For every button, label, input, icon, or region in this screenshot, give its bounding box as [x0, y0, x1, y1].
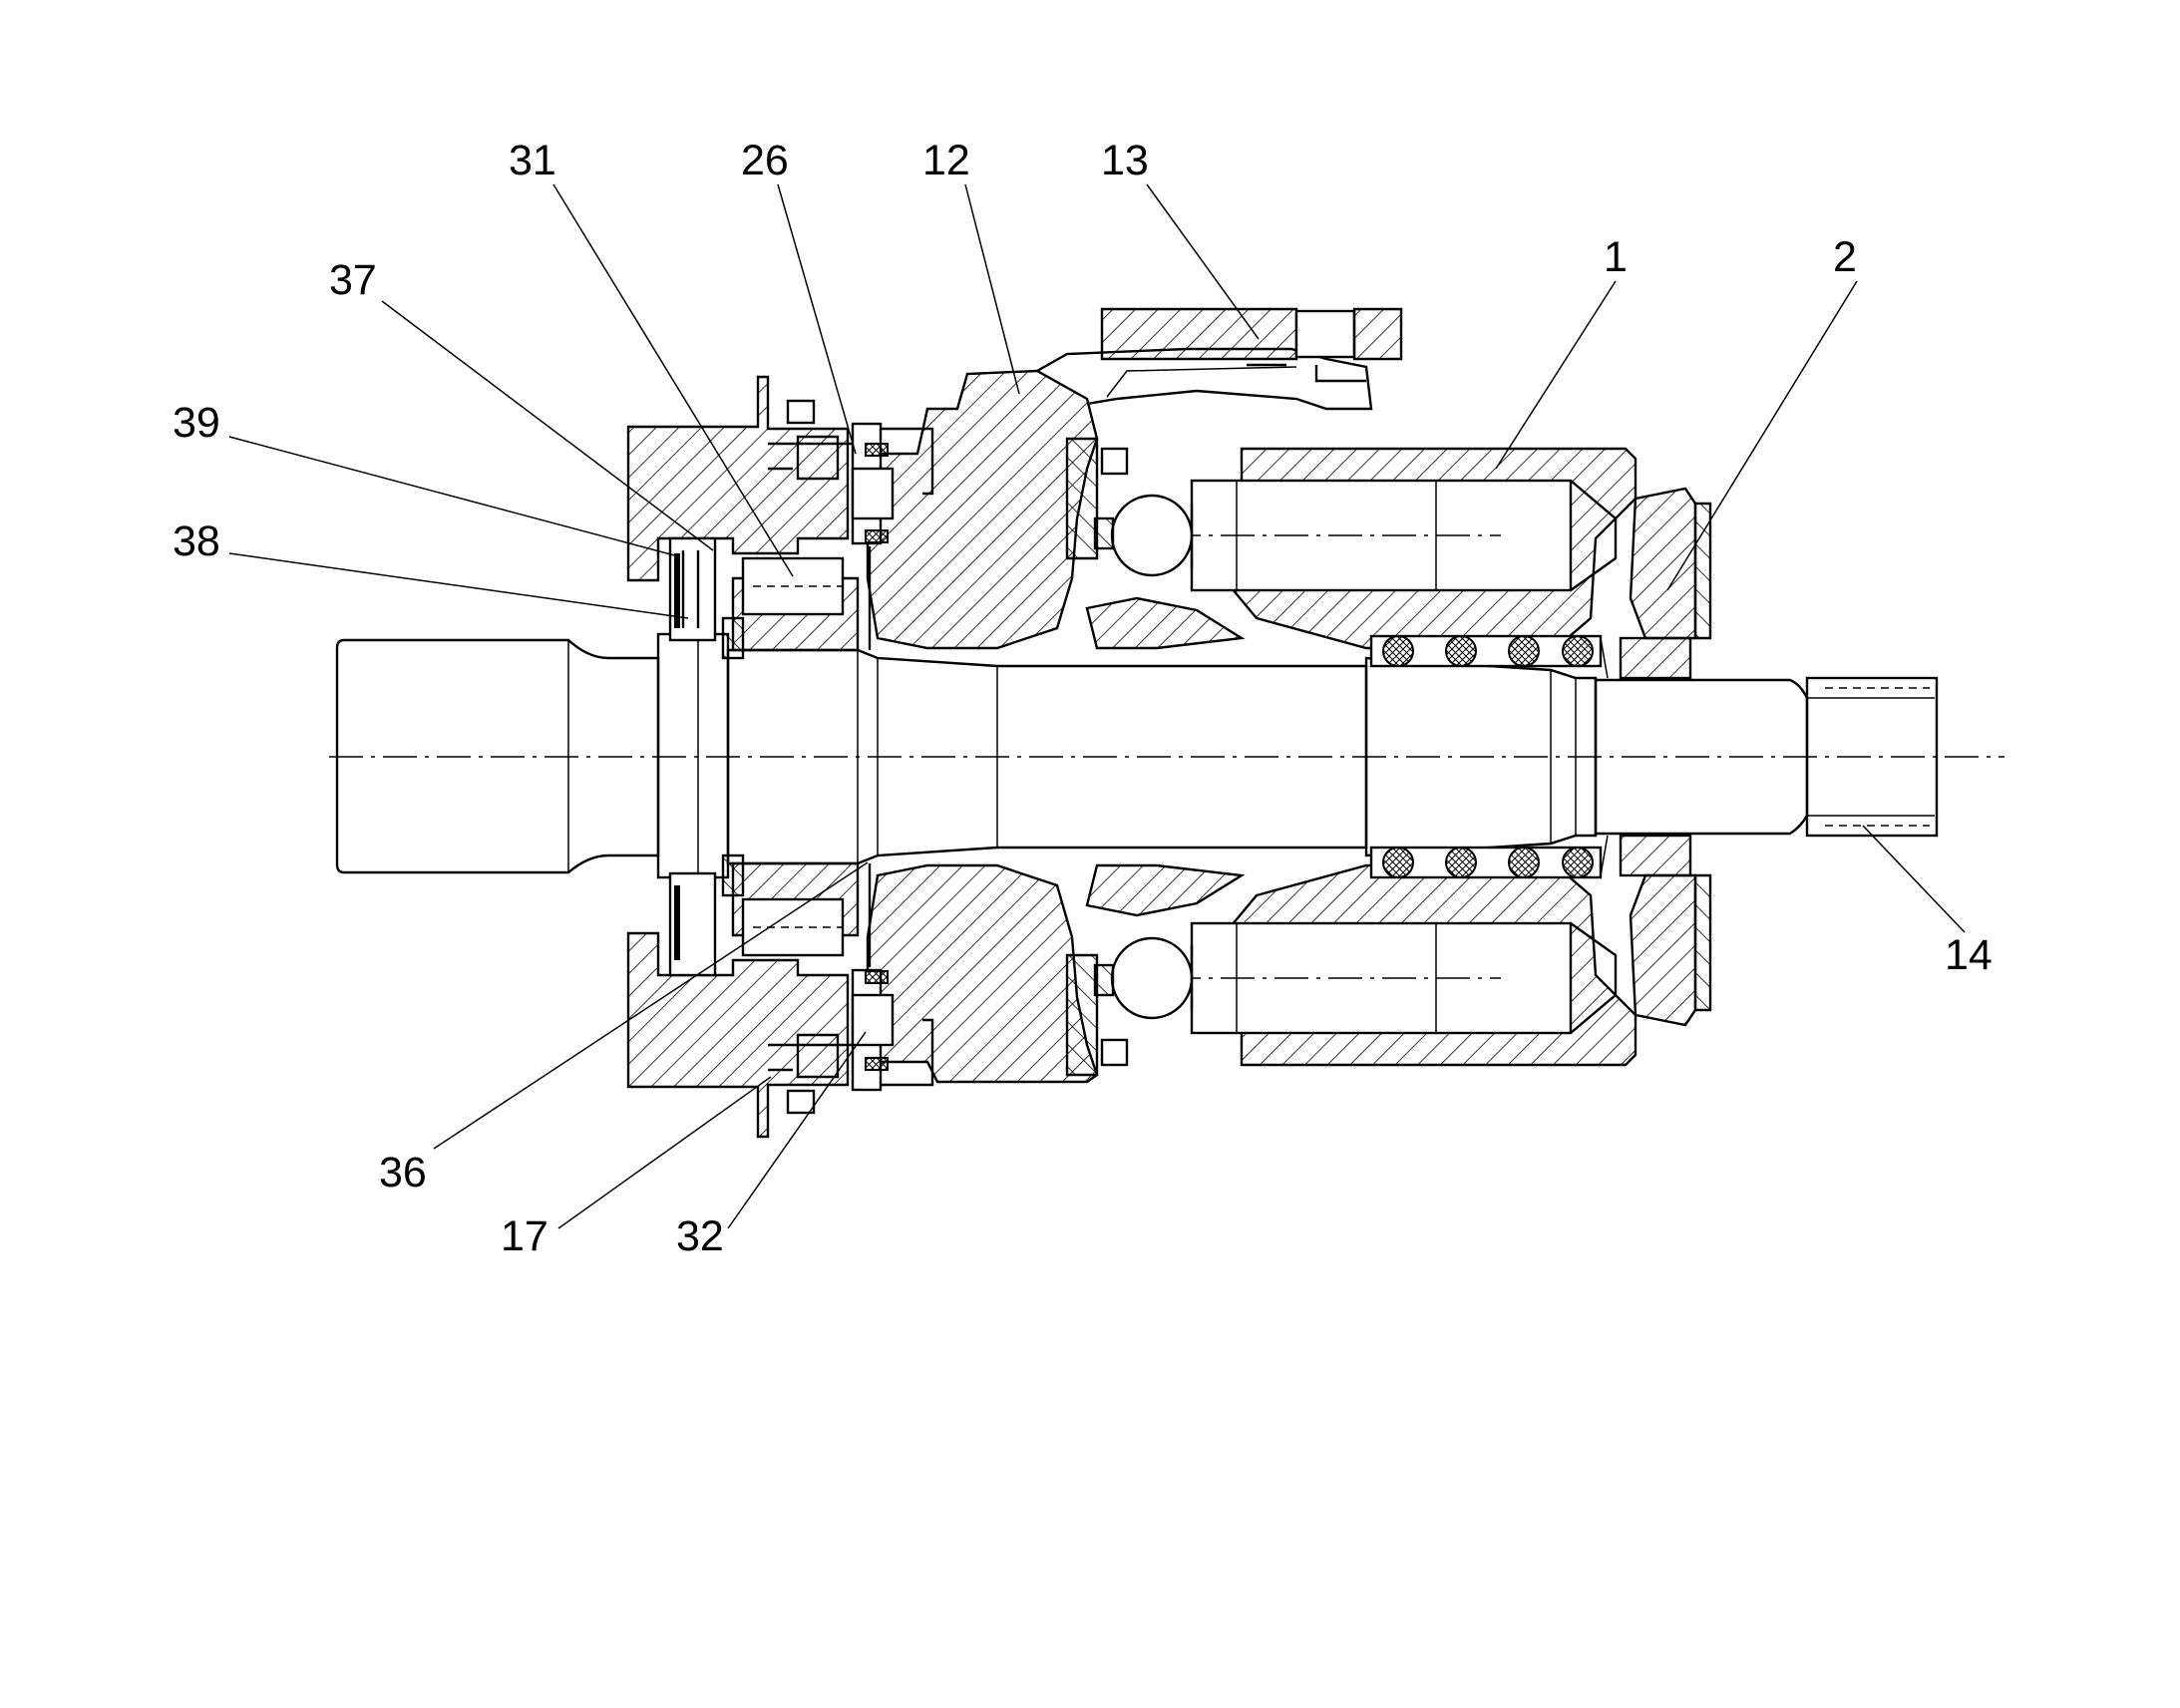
label-39: 39	[173, 399, 220, 447]
label-14: 14	[1945, 931, 1993, 979]
piston-ball-joints	[1085, 494, 1246, 1020]
label-36: 36	[379, 1149, 427, 1196]
label-13: 13	[1101, 137, 1149, 184]
bolt-assembly-lower	[768, 968, 934, 1115]
port-plate-body	[866, 347, 1373, 1084]
leader-31	[552, 183, 794, 577]
left-housing-lower	[626, 861, 860, 1139]
label-12: 12	[922, 137, 970, 184]
bearing-ring	[868, 437, 1129, 1077]
label-32: 32	[676, 1212, 724, 1260]
leader-12	[964, 183, 1020, 395]
leader-lines	[228, 183, 1966, 1229]
leader-17	[557, 1076, 772, 1229]
swash-plate	[1600, 487, 1712, 1027]
label-2: 2	[1833, 233, 1857, 281]
reference-labels: 31 26 12 13 1 2 37 39 38 14 36 17 32	[173, 137, 1993, 1260]
left-housing-upper	[626, 375, 860, 652]
leader-26	[777, 183, 857, 455]
leader-37	[381, 300, 714, 551]
leader-2	[1666, 280, 1858, 591]
leader-14	[1862, 825, 1966, 933]
top-bracket	[1100, 307, 1403, 383]
leader-39	[228, 436, 679, 557]
return-spring	[1369, 634, 1603, 879]
label-17: 17	[501, 1212, 548, 1260]
drive-shaft	[329, 632, 2004, 879]
leader-38	[228, 552, 689, 619]
leader-36	[433, 861, 869, 1150]
leader-13	[1146, 183, 1260, 340]
shaft-seal	[668, 536, 745, 977]
leader-32	[727, 1031, 867, 1229]
label-38: 38	[173, 517, 220, 565]
leader-1	[1495, 280, 1617, 470]
label-31: 31	[509, 137, 556, 184]
label-37: 37	[329, 256, 377, 304]
cylinder-barrel	[1167, 447, 1637, 1067]
label-26: 26	[741, 137, 789, 184]
bolt-assembly-upper	[768, 399, 934, 545]
label-1: 1	[1604, 233, 1628, 281]
